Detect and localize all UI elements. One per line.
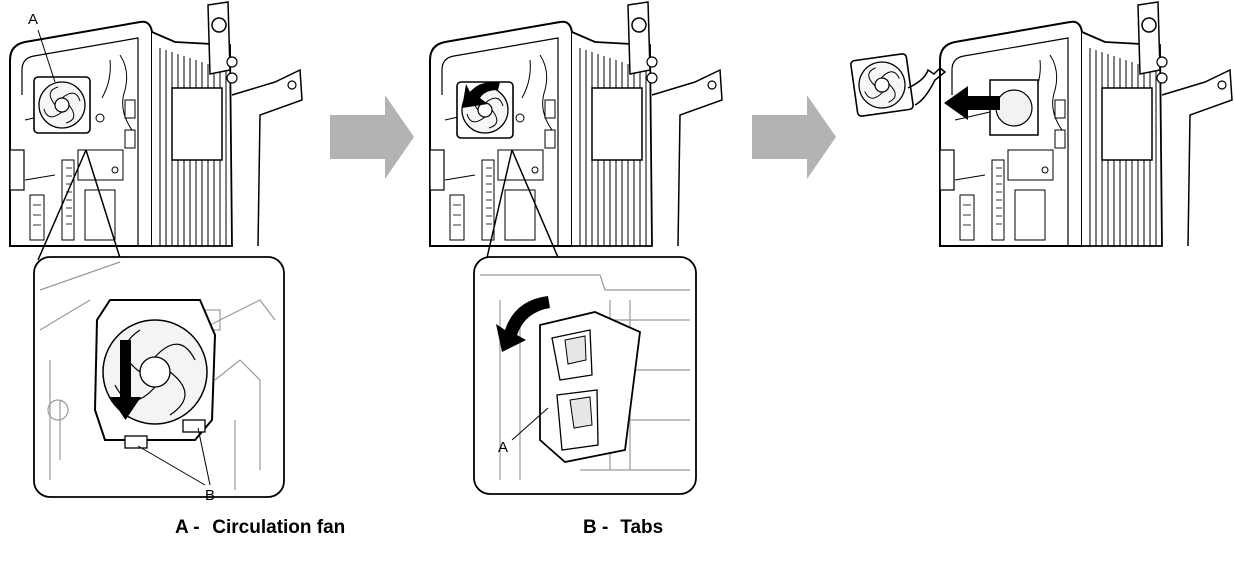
- step-arrow-icon: [752, 95, 836, 179]
- leader-line-A: [37, 29, 56, 83]
- step2-drive-illustration: [429, 1, 723, 247]
- rotate-arrow-icon: [496, 296, 550, 352]
- legend-item-A: A - Circulation fan: [175, 517, 345, 539]
- zoom-detail-tabs: B: [33, 256, 285, 504]
- motion-arrow-icon: [944, 86, 1000, 120]
- legend-item-B: B - Tabs: [583, 517, 663, 539]
- rotate-arrow-icon: [462, 81, 500, 108]
- legend-text: Tabs: [620, 517, 664, 538]
- step1-drive-illustration: [9, 1, 303, 247]
- legend-key: B -: [583, 517, 609, 538]
- circulation-fan-A: [33, 76, 91, 134]
- callout-A-label: A: [498, 439, 508, 456]
- step-arrow-icon: [330, 95, 414, 179]
- zoom-detail-fan-release: A: [473, 256, 697, 495]
- callout-B-label: B: [205, 487, 215, 504]
- step3-drive-illustration: [849, 1, 1233, 247]
- fan-cable: [907, 66, 947, 106]
- removed-circulation-fan: [849, 52, 915, 118]
- motion-arrow-icon: [110, 340, 141, 420]
- zoom-cone: [485, 149, 561, 263]
- callout-A-label: A: [28, 11, 38, 28]
- zoom-cone: [37, 149, 121, 261]
- legend-key: A -: [175, 517, 200, 538]
- legend-text: Circulation fan: [212, 517, 346, 538]
